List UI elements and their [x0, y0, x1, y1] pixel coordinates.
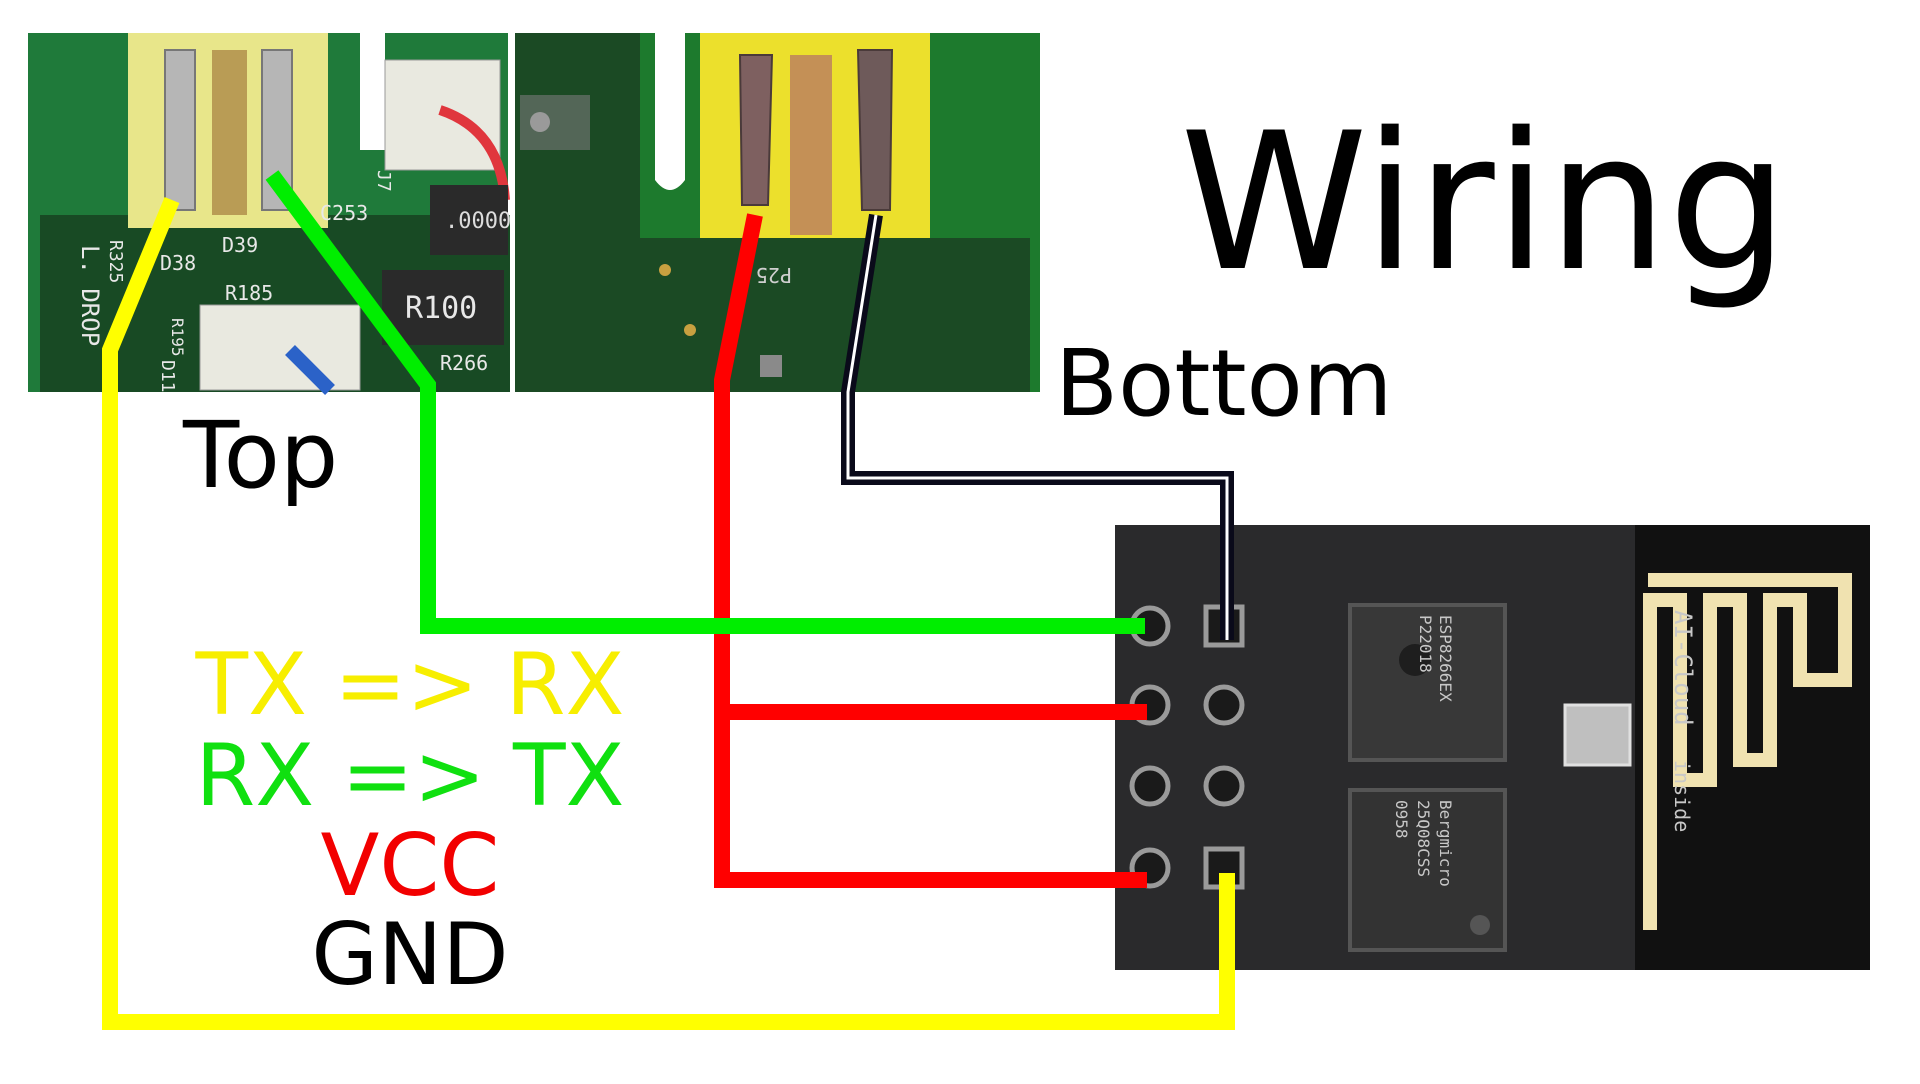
label-top: Top — [183, 402, 339, 509]
pcb-top-photo: D39 D38 R185 C253 R266 R100 L. DROP R325… — [28, 33, 511, 395]
mark-esp8266ex: ESP8266EX — [1436, 615, 1455, 702]
mark-bergmicro: Bergmicro — [1436, 800, 1455, 887]
silk-r185: R185 — [225, 281, 273, 305]
mark-p22018: P22018 — [1416, 615, 1435, 673]
mark-0958: 0958 — [1392, 800, 1411, 839]
silk-d11: D11 — [157, 360, 178, 393]
pcb-bottom-photo: P25 — [515, 33, 1040, 392]
mark-25q08css: 25Q08CSS — [1414, 800, 1433, 877]
pcb-top-silkscreen: D39 D38 R185 C253 R266 R100 L. DROP R325… — [76, 170, 511, 393]
silk-c253: C253 — [320, 201, 368, 225]
label-bottom: Bottom — [1055, 330, 1393, 437]
wires — [102, 170, 1235, 1030]
wire-tx — [102, 196, 1235, 1030]
silk-r195: R195 — [168, 318, 187, 357]
silk-r325: R325 — [105, 240, 126, 283]
mark-ai-cloud: AI-Cloud — [1669, 610, 1697, 726]
silk-j7: J7 — [373, 170, 394, 192]
silk-r266: R266 — [440, 351, 488, 375]
silk-d38: D38 — [160, 251, 196, 275]
silk-d39: D39 — [222, 233, 258, 257]
silk-p25: P25 — [756, 263, 792, 287]
pcb-antenna — [1643, 573, 1852, 930]
legend-vcc: VCC — [320, 816, 500, 916]
legend-tx-rx: TX => RX — [195, 635, 625, 735]
legend-gnd: GND — [311, 905, 509, 1005]
mark-inside: inside — [1670, 760, 1694, 832]
silk-r100: R100 — [405, 291, 477, 326]
silk-0000: .0000 — [445, 209, 511, 234]
wire-gnd-core — [846, 214, 1229, 640]
legend-rx-tx: RX => TX — [195, 726, 625, 826]
module-markings: AI-Cloud inside ESP8266EX P22018 Bergmic… — [1392, 610, 1697, 887]
diagram-title: Wiring — [1180, 92, 1789, 313]
wire-rx — [265, 170, 1145, 634]
silk-ldrop: L. DROP — [76, 245, 104, 346]
